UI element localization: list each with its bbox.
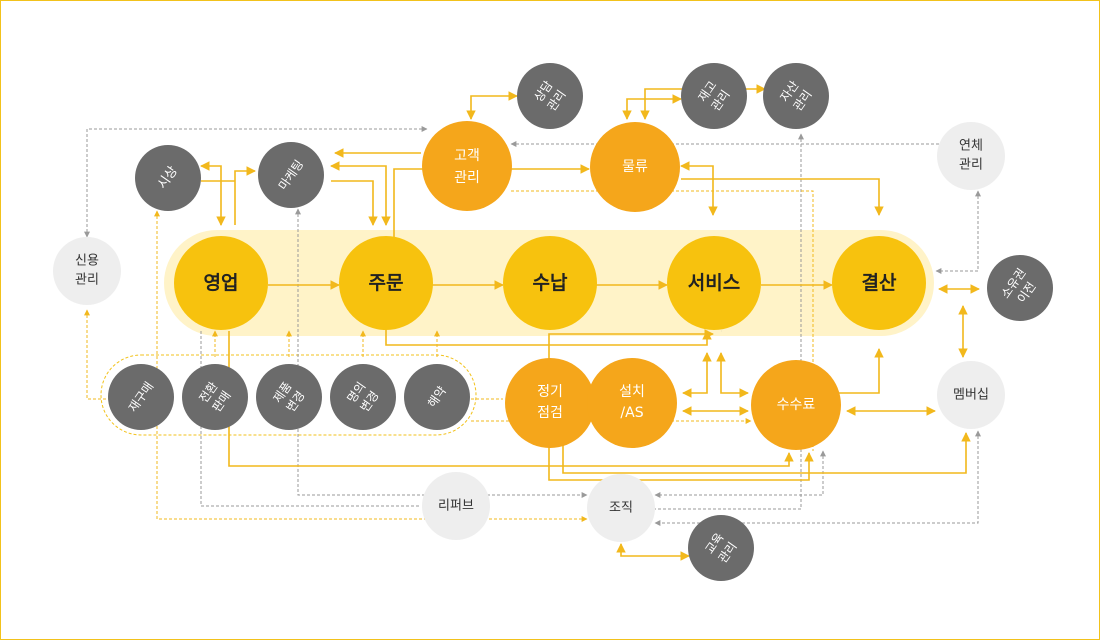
node-membership-label: 멤버십 bbox=[953, 388, 989, 403]
node-order[interactable]: 주문 bbox=[339, 236, 433, 330]
node-customer-label-2: 관리 bbox=[454, 170, 480, 186]
node-customer[interactable]: 고객 관리 bbox=[422, 121, 512, 211]
node-settlement-label: 결산 bbox=[862, 272, 897, 294]
node-conversion[interactable]: 전환 판매 bbox=[182, 364, 248, 430]
node-order-label: 주문 bbox=[369, 272, 404, 294]
node-service-label: 서비스 bbox=[688, 272, 740, 294]
node-install-label-2: /AS bbox=[620, 405, 643, 421]
node-overdue-label-2: 관리 bbox=[959, 158, 983, 173]
node-referral[interactable]: 리퍼브 bbox=[422, 472, 490, 540]
node-name-change[interactable]: 명의 변경 bbox=[330, 364, 396, 430]
node-credit-label-1: 신용 bbox=[75, 254, 99, 269]
node-marketing[interactable]: 마케팅 bbox=[258, 142, 324, 208]
node-organization-label: 조직 bbox=[609, 501, 633, 516]
node-market[interactable]: 시상 bbox=[135, 145, 201, 211]
node-credit-label-2: 관리 bbox=[75, 273, 99, 288]
node-service[interactable]: 서비스 bbox=[667, 236, 761, 330]
node-referral-label: 리퍼브 bbox=[438, 499, 474, 514]
node-repurchase[interactable]: 재구매 bbox=[108, 364, 174, 430]
node-asset[interactable]: 자산 관리 bbox=[763, 63, 829, 129]
node-customer-label-1: 고객 bbox=[454, 148, 480, 164]
node-inventory[interactable]: 재고 관리 bbox=[681, 63, 747, 129]
node-logistics[interactable]: 물류 bbox=[590, 122, 680, 212]
node-ownership[interactable]: 소유권 이전 bbox=[987, 255, 1053, 321]
node-sales[interactable]: 영업 bbox=[174, 236, 268, 330]
node-sales-label: 영업 bbox=[204, 272, 239, 294]
node-commission-label: 수수료 bbox=[777, 397, 816, 413]
node-overdue[interactable]: 연체 관리 bbox=[937, 122, 1005, 190]
node-install[interactable]: 설치 /AS bbox=[587, 358, 677, 448]
node-delivery[interactable]: 수납 bbox=[503, 236, 597, 330]
node-commission[interactable]: 수수료 bbox=[751, 360, 841, 450]
node-organization[interactable]: 조직 bbox=[587, 474, 655, 542]
node-settlement[interactable]: 결산 bbox=[832, 236, 926, 330]
node-membership[interactable]: 멤버십 bbox=[937, 361, 1005, 429]
node-product-change[interactable]: 제품 변경 bbox=[256, 364, 322, 430]
node-delivery-label: 수납 bbox=[533, 272, 568, 294]
node-inspection-label-1: 정기 bbox=[537, 384, 563, 400]
node-cancel[interactable]: 해약 bbox=[404, 364, 470, 430]
node-overdue-label-1: 연체 bbox=[959, 139, 983, 154]
node-consult[interactable]: 상담 관리 bbox=[517, 63, 583, 129]
node-install-label-1: 설치 bbox=[619, 384, 645, 400]
node-credit[interactable]: 신용 관리 bbox=[53, 237, 121, 305]
node-inspection-label-2: 점검 bbox=[537, 405, 563, 421]
node-inspection[interactable]: 정기 점검 bbox=[505, 358, 595, 448]
node-education[interactable]: 교육 관리 bbox=[688, 515, 754, 581]
node-logistics-label: 물류 bbox=[622, 159, 648, 175]
